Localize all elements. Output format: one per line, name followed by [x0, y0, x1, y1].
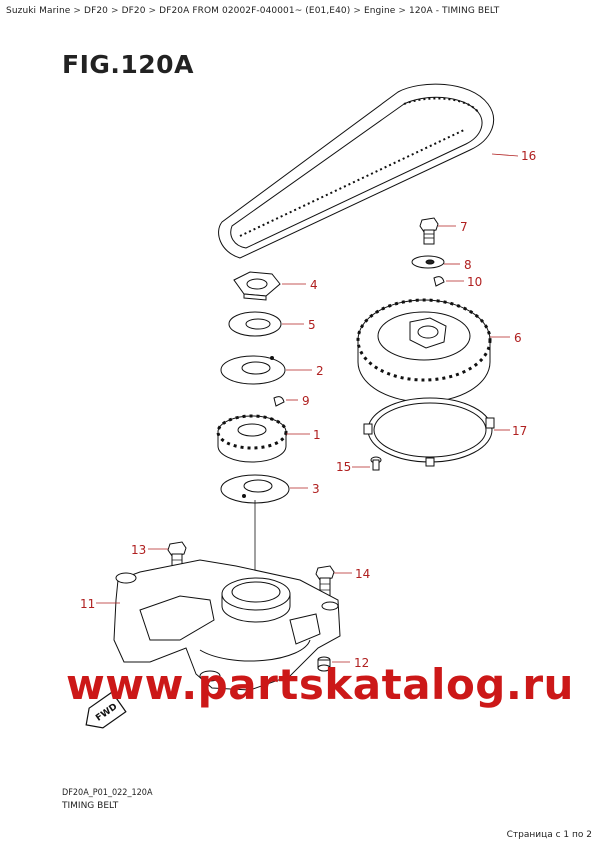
washer-part[interactable]: [411, 255, 445, 269]
callout-17[interactable]: 17: [512, 424, 527, 438]
figure-caption: TIMING BELT: [62, 801, 119, 811]
breadcrumb-separator: >: [73, 6, 82, 16]
bolt-part[interactable]: [419, 217, 439, 245]
key-part[interactable]: [433, 276, 445, 287]
pagination-text: Страница с 1 по 2: [506, 830, 592, 840]
callout-8[interactable]: 8: [464, 258, 472, 272]
figure-code: DF20A_P01_022_120A: [62, 788, 153, 798]
nut-part[interactable]: [233, 271, 281, 301]
callout-4[interactable]: 4: [310, 278, 318, 292]
callout-5[interactable]: 5: [308, 318, 316, 332]
breadcrumb-item-submodel[interactable]: DF20: [121, 6, 146, 16]
watermark-text: www.partskatalog.ru: [66, 660, 574, 709]
plate-washer-part[interactable]: [228, 311, 282, 337]
breadcrumb: Suzuki Marine > DF20 > DF20 > DF20A FROM…: [6, 6, 499, 16]
figure-title: FIG.120A: [62, 50, 194, 79]
breadcrumb-item-model[interactable]: DF20: [84, 6, 109, 16]
callout-13[interactable]: 13: [131, 543, 146, 557]
thrust-washer-part[interactable]: [220, 355, 286, 385]
breadcrumb-item-variant[interactable]: DF20A FROM 02002F-040001~ (E01,E40): [159, 6, 351, 16]
breadcrumb-item-brand[interactable]: Suzuki Marine: [6, 6, 71, 16]
breadcrumb-item-current: 120A - TIMING BELT: [409, 6, 500, 16]
breadcrumb-separator: >: [398, 6, 407, 16]
breadcrumb-item-group[interactable]: Engine: [363, 6, 396, 16]
dowel-pin-part[interactable]: [317, 656, 331, 672]
callout-2[interactable]: 2: [316, 364, 324, 378]
woodruff-key-part[interactable]: [273, 396, 285, 407]
breadcrumb-separator: >: [353, 6, 361, 16]
callout-10[interactable]: 10: [467, 275, 482, 289]
forward-arrow-icon: FWD: [85, 691, 127, 729]
callout-12[interactable]: 12: [354, 656, 369, 670]
callout-3[interactable]: 3: [312, 482, 320, 496]
lower-washer-part[interactable]: [220, 474, 290, 504]
breadcrumb-separator: >: [148, 6, 157, 16]
screw-part[interactable]: [370, 456, 382, 471]
oil-seal-housing-part[interactable]: [113, 559, 341, 691]
timing-belt-part[interactable]: [218, 83, 495, 259]
callout-9[interactable]: 9: [302, 394, 310, 408]
driven-pulley-part[interactable]: [356, 298, 492, 403]
callout-15[interactable]: 15: [336, 460, 351, 474]
belt-guard-part[interactable]: [363, 397, 495, 467]
callout-16[interactable]: 16: [521, 149, 536, 163]
callout-14[interactable]: 14: [355, 567, 370, 581]
callout-1[interactable]: 1: [313, 428, 321, 442]
breadcrumb-separator: >: [110, 6, 119, 16]
callout-6[interactable]: 6: [514, 331, 522, 345]
callout-7[interactable]: 7: [460, 220, 468, 234]
callout-11[interactable]: 11: [80, 597, 95, 611]
drive-sprocket-part[interactable]: [216, 414, 288, 463]
